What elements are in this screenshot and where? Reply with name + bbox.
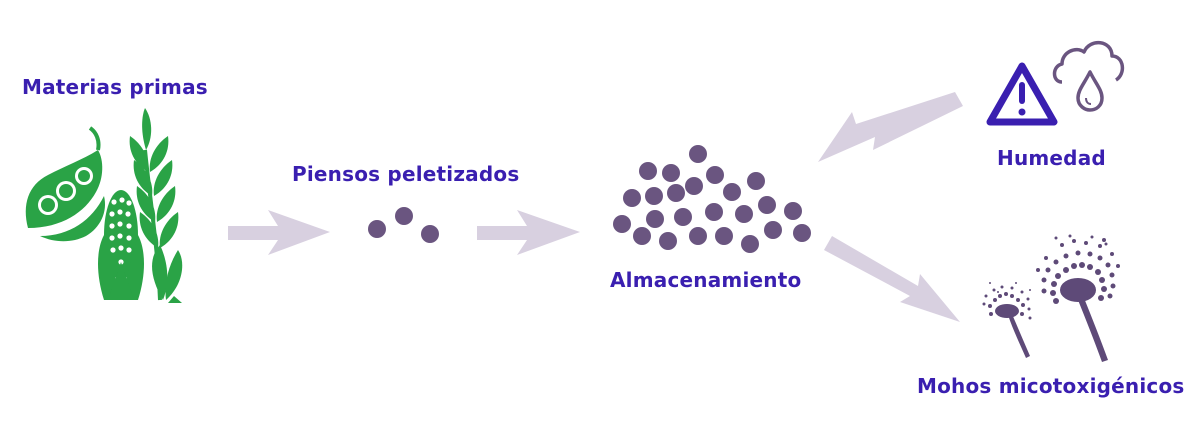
arrow-pellets-to-storage xyxy=(477,210,580,255)
storage-pile-icon xyxy=(613,145,811,253)
warning-icon xyxy=(986,62,1058,126)
raw-materials-label: Materias primas xyxy=(22,75,208,99)
wheat-icon xyxy=(129,108,183,303)
mold-icon xyxy=(982,234,1120,362)
molds-label: Mohos micotoxigénicos xyxy=(917,374,1185,398)
humidity-label: Humedad xyxy=(997,146,1106,170)
pea-pod-icon xyxy=(25,126,106,242)
rain-cloud-icon xyxy=(1052,41,1125,112)
arrow-storage-to-molds xyxy=(824,236,960,322)
storage-label: Almacenamiento xyxy=(610,268,802,292)
arrow-raw-to-pellets xyxy=(228,210,330,255)
pellets-icon xyxy=(368,207,439,243)
corn-icon xyxy=(98,190,144,300)
pellets-label: Piensos peletizados xyxy=(292,162,520,186)
arrow-humidity-to-storage xyxy=(818,92,963,162)
